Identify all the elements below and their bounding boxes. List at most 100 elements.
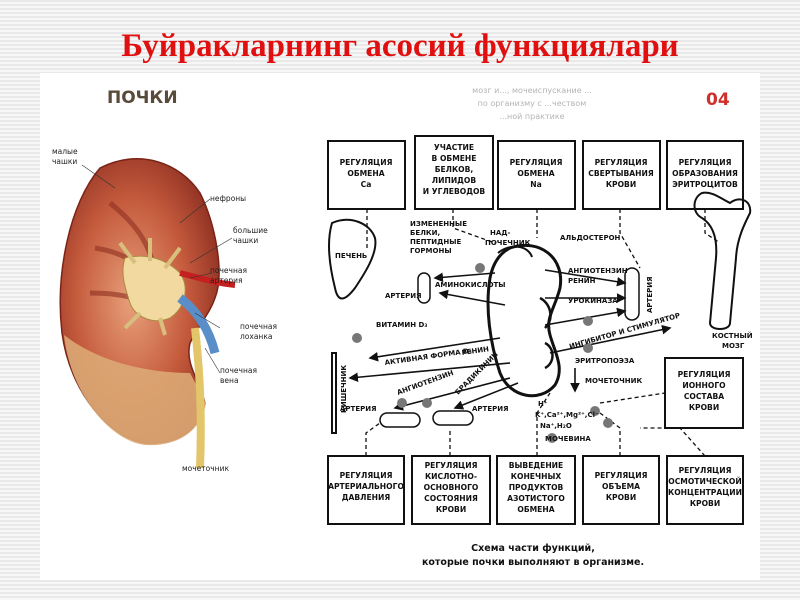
label-artery-low: АРТЕРИЯ xyxy=(340,405,376,413)
adrenal-gland xyxy=(497,245,533,258)
svg-text:БЕЛКОВ,: БЕЛКОВ, xyxy=(435,165,474,174)
label-nephrons: нефроны xyxy=(210,194,246,203)
figure-heading: ПОЧКИ xyxy=(107,88,178,108)
label-artery-left: АРТЕРИЯ xyxy=(385,292,421,300)
dot-1 xyxy=(352,333,362,343)
function-diagram xyxy=(327,135,752,525)
svg-text:ЛИПИДОВ: ЛИПИДОВ xyxy=(432,176,477,185)
figure-panel: ПОЧКИ 04 мозг и..., мочеиспускание ... п… xyxy=(40,73,760,580)
svg-text:СОСТОЯНИЯ: СОСТОЯНИЯ xyxy=(424,494,478,503)
svg-text:Na⁺,H₂O: Na⁺,H₂O xyxy=(540,422,572,430)
svg-text:Ca: Ca xyxy=(361,180,372,189)
svg-text:ИОННОГО: ИОННОГО xyxy=(682,381,726,390)
label-liver: ПЕЧЕНЬ xyxy=(335,252,367,260)
artery-cylinder-3 xyxy=(379,412,421,428)
label-renal-vein-2: вена xyxy=(220,376,239,385)
svg-text:ОБРАЗОВАНИЯ: ОБРАЗОВАНИЯ xyxy=(672,169,738,178)
svg-text:КРОВИ: КРОВИ xyxy=(690,499,720,508)
slide-title: Буйракларнинг асосий функциялари xyxy=(121,28,679,64)
svg-text:РЕГУЛЯЦИЯ: РЕГУЛЯЦИЯ xyxy=(340,158,393,167)
renal-vein xyxy=(177,294,220,355)
svg-text:БЕЛКИ,: БЕЛКИ, xyxy=(410,229,440,237)
artery-cylinder-2 xyxy=(624,267,640,321)
svg-text:СОСТАВА: СОСТАВА xyxy=(684,392,724,401)
artery-cylinder-1 xyxy=(417,272,431,304)
svg-text:КИСЛОТНО-: КИСЛОТНО- xyxy=(425,472,477,481)
svg-text:ИЗМЕНЕННЫЕ: ИЗМЕНЕННЫЕ xyxy=(410,220,467,228)
svg-text:ОСМОТИЧЕСКОЙ: ОСМОТИЧЕСКОЙ xyxy=(668,477,742,486)
label-large-calyces-2: чашки xyxy=(233,236,258,245)
label-urine: МОЧЕВИНА xyxy=(545,435,591,443)
svg-text:АЛЬДОСТЕРОН: АЛЬДОСТЕРОН xyxy=(560,234,621,242)
label-artery-mid: АРТЕРИЯ xyxy=(472,405,508,413)
svg-text:ОСНОВНОГО: ОСНОВНОГО xyxy=(424,483,479,492)
page-number: 04 xyxy=(706,90,730,110)
svg-text:АНГИОТЕНЗИН: АНГИОТЕНЗИН xyxy=(568,267,628,275)
label-small-calyces: малые xyxy=(52,147,78,156)
svg-text:H⁺: H⁺ xyxy=(538,400,548,408)
label-renal-pelvis-2: лоханка xyxy=(240,332,272,341)
renal-pelvis xyxy=(122,255,186,322)
artery-cylinder-4 xyxy=(432,410,474,426)
dot-7 xyxy=(547,433,557,443)
dot-6 xyxy=(422,398,432,408)
label-bone-marrow-2: МОЗГ xyxy=(722,342,745,350)
kidney-labels: малые чашки нефроны большие чашки почечн… xyxy=(52,147,277,473)
bone xyxy=(693,191,752,330)
svg-text:АМИНОКИСЛОТЫ: АМИНОКИСЛОТЫ xyxy=(435,281,506,289)
label-renal-pelvis: почечная xyxy=(240,322,277,331)
faded-note: мозг и..., мочеиспускание ... по организ… xyxy=(472,86,592,121)
svg-text:КРОВИ: КРОВИ xyxy=(606,493,636,502)
svg-text:РЕГУЛЯЦИЯ: РЕГУЛЯЦИЯ xyxy=(595,158,648,167)
label-artery-vertical: АРТЕРИЯ xyxy=(646,277,654,313)
label-bone-marrow: КОСТНЫЙ xyxy=(712,331,753,340)
label-renal-artery: почечная xyxy=(210,266,247,275)
dot-9 xyxy=(603,418,613,428)
kidney-lower-half xyxy=(64,335,206,446)
svg-text:ОБЪЕМА: ОБЪЕМА xyxy=(602,482,640,491)
ureter-tube xyxy=(191,327,205,469)
intestine xyxy=(331,352,337,434)
renal-artery xyxy=(179,270,236,288)
svg-text:которые почки выполняют в орга: которые почки выполняют в организме. xyxy=(422,557,644,568)
label-renal-vein: почечная xyxy=(220,366,257,375)
svg-text:ВЫВЕДЕНИЕ: ВЫВЕДЕНИЕ xyxy=(509,461,563,470)
box-nitrogen-excretion xyxy=(496,455,576,525)
svg-text:ОБМЕНА: ОБМЕНА xyxy=(517,169,554,178)
dot-3 xyxy=(583,316,593,326)
svg-text:РЕГУЛЯЦИЯ: РЕГУЛЯЦИЯ xyxy=(679,466,732,475)
svg-text:БРАДИКИНИН: БРАДИКИНИН xyxy=(454,350,500,396)
label-small-calyces-2: чашки xyxy=(52,157,77,166)
label-adrenal-2: ПОЧЕЧНИК xyxy=(485,239,531,247)
label-ureter-right: МОЧЕТОЧНИК xyxy=(585,377,642,385)
svg-text:ГОРМОНЫ: ГОРМОНЫ xyxy=(410,247,452,255)
svg-text:ЭРИТРОЦИТОВ: ЭРИТРОЦИТОВ xyxy=(672,180,738,189)
svg-text:АЗОТИСТОГО: АЗОТИСТОГО xyxy=(507,494,565,503)
svg-text:РЕГУЛЯЦИЯ: РЕГУЛЯЦИЯ xyxy=(340,471,393,480)
organ-labels: ПЕЧЕНЬ АРТЕРИЯ АРТЕРИЯ АРТЕРИЯ АРТЕРИЯ К… xyxy=(335,229,753,443)
svg-text:КРОВИ: КРОВИ xyxy=(689,403,719,412)
svg-text:В ОБМЕНЕ: В ОБМЕНЕ xyxy=(432,154,477,163)
svg-text:ЭРИТРОПОЭЗА: ЭРИТРОПОЭЗА xyxy=(575,357,635,365)
svg-text:ОБМЕНА: ОБМЕНА xyxy=(517,505,554,514)
svg-text:И УГЛЕВОДОВ: И УГЛЕВОДОВ xyxy=(423,187,486,196)
box-protein-metabolism xyxy=(414,135,494,210)
svg-text:КОНЕЧНЫХ: КОНЕЧНЫХ xyxy=(511,472,562,481)
svg-text:ОБМЕНА: ОБМЕНА xyxy=(347,169,384,178)
label-intestine: КИШЕЧНИК xyxy=(340,365,348,413)
svg-text:КОНЦЕНТРАЦИИ: КОНЦЕНТРАЦИИ xyxy=(668,488,742,497)
svg-text:РЕГУЛЯЦИЯ: РЕГУЛЯЦИЯ xyxy=(595,471,648,480)
dot-4 xyxy=(583,343,593,353)
box-acid-base xyxy=(411,455,491,525)
dot-5 xyxy=(397,398,407,408)
box-blood-volume xyxy=(582,455,660,525)
svg-text:...ной практике: ...ной практике xyxy=(499,112,564,121)
label-ureter: мочеточник xyxy=(182,464,229,473)
svg-text:КРОВИ: КРОВИ xyxy=(606,180,636,189)
svg-text:ВИТАМИН D₃: ВИТАМИН D₃ xyxy=(376,321,427,329)
label-large-calyces: большие xyxy=(233,226,268,235)
kidney-illustration xyxy=(59,158,236,469)
calyces xyxy=(118,238,182,336)
svg-text:по организму с ...чеством: по организму с ...чеством xyxy=(478,99,587,108)
svg-text:РЕГУЛЯЦИЯ: РЕГУЛЯЦИЯ xyxy=(510,158,563,167)
